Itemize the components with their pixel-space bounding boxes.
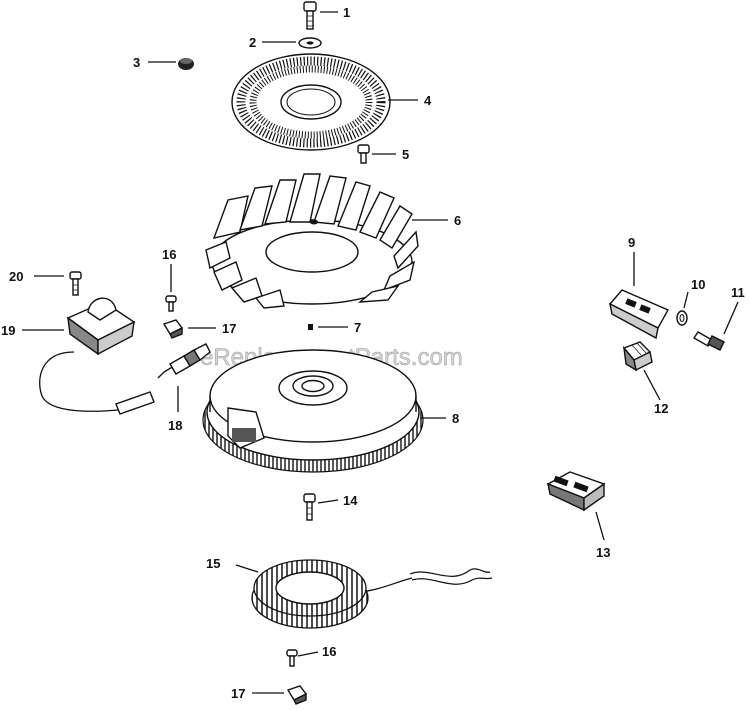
- callout-11: 11: [731, 285, 745, 300]
- connector-block-icon: [622, 341, 653, 372]
- callout-17-bottom: 17: [231, 686, 245, 701]
- callout-16-top: 16: [162, 247, 176, 262]
- callout-16-bottom: 16: [322, 644, 336, 659]
- plug-icon: [178, 58, 194, 70]
- leader-line: [235, 564, 259, 573]
- screw-icon: [303, 1, 317, 30]
- key-icon: [308, 324, 313, 330]
- flywheel-icon: [202, 349, 424, 473]
- callout-15: 15: [206, 556, 220, 571]
- leader-line: [723, 301, 739, 335]
- screw-icon: [165, 295, 177, 312]
- bolt-icon: [693, 331, 725, 351]
- clip-icon: [286, 685, 308, 705]
- spark-plug-icon: [157, 343, 211, 379]
- callout-9: 9: [628, 235, 635, 250]
- callout-7: 7: [354, 320, 361, 335]
- screw-icon: [286, 649, 298, 667]
- leader-line: [643, 369, 661, 401]
- connector-icon: [546, 471, 606, 512]
- callout-20: 20: [9, 269, 23, 284]
- callout-12: 12: [654, 401, 668, 416]
- leader-line: [317, 499, 339, 504]
- callout-13: 13: [596, 545, 610, 560]
- callout-17-top: 17: [222, 321, 236, 336]
- callout-1: 1: [343, 5, 350, 20]
- stator-icon: [251, 559, 493, 629]
- callout-6: 6: [454, 213, 461, 228]
- ignition-module-icon: [39, 297, 155, 415]
- callout-5: 5: [402, 147, 409, 162]
- callout-2: 2: [249, 35, 256, 50]
- callout-4: 4: [424, 93, 432, 108]
- leader-line: [683, 291, 689, 309]
- clip-icon: [162, 319, 184, 339]
- callout-19: 19: [1, 323, 15, 338]
- screw-icon: [69, 271, 82, 296]
- callout-18: 18: [168, 418, 182, 433]
- washer-icon: [298, 37, 322, 49]
- screw-icon: [357, 144, 370, 164]
- callout-8: 8: [452, 411, 459, 426]
- leader-line: [297, 651, 319, 657]
- leader-line: [595, 511, 605, 541]
- callout-10: 10: [691, 277, 705, 292]
- fan-icon: [205, 173, 419, 309]
- rectifier-plate-icon: [608, 289, 669, 340]
- callout-3: 3: [133, 55, 140, 70]
- screen-disc-icon: [231, 53, 391, 151]
- screw-icon: [303, 493, 316, 521]
- callout-14: 14: [343, 493, 358, 508]
- washer-icon: [676, 310, 688, 326]
